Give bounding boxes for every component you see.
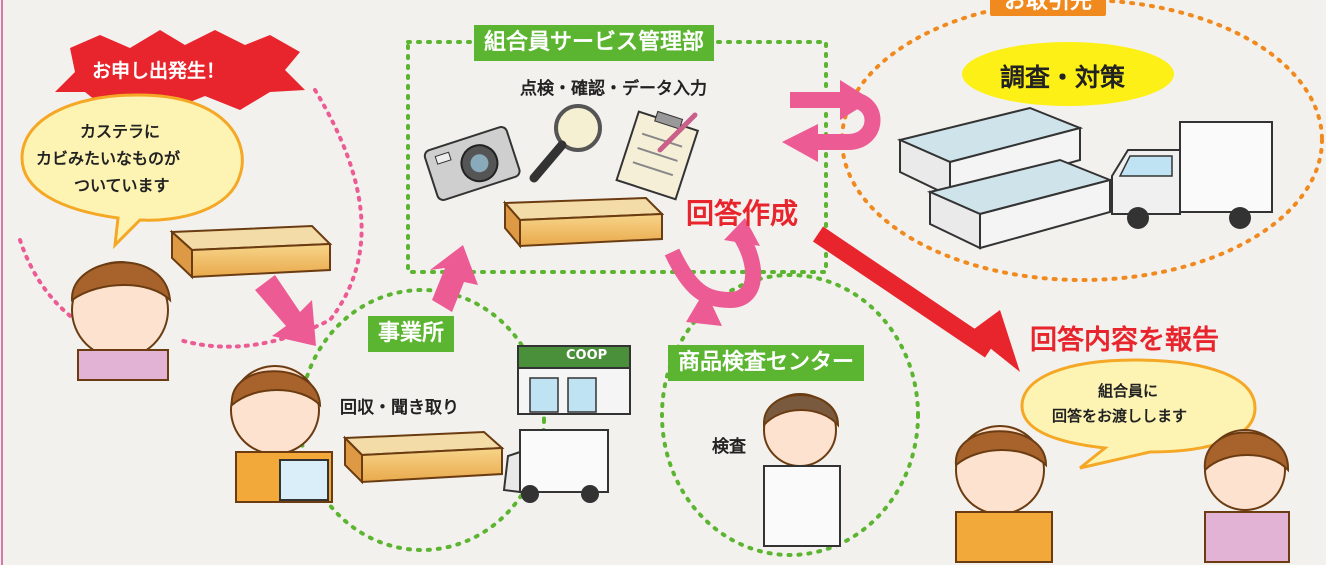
- service-dept-action: 点検・確認・データ入力: [520, 79, 707, 99]
- camera-icon: [423, 126, 521, 201]
- staff-character: [230, 365, 333, 503]
- supplier-action: 調査・対策: [1000, 63, 1126, 92]
- final-speech-line-1: 組合員に: [1098, 382, 1159, 400]
- report-answer-label: 回答内容を報告: [1030, 325, 1219, 356]
- cake-1: [169, 224, 333, 280]
- supplier-action-oval: [962, 42, 1174, 106]
- business-office-action: 回収・聞き取り: [340, 398, 459, 418]
- event-badge-burst: [55, 30, 305, 110]
- business-office-title: 事業所: [368, 316, 455, 352]
- member-dotted-circle: [178, 88, 364, 349]
- final-speech-bubble: [1020, 358, 1257, 470]
- member-speech-line-3: ついています: [74, 176, 170, 195]
- final-speech-line-2: 回答をお渡しします: [1052, 407, 1188, 425]
- magnifier-icon: [529, 104, 602, 183]
- arrow-report-answer: [812, 226, 1020, 372]
- arrow-member-to-office: [255, 275, 316, 346]
- inspection-center-action: 検査: [712, 437, 746, 457]
- member-speech-bubble: [20, 93, 244, 250]
- store-sign: COOP: [566, 348, 608, 363]
- member-speech-line-2: カビみたいなものが: [36, 149, 181, 168]
- arrow-office-to-dept: [430, 245, 478, 312]
- supplier-title: お取引先: [990, 0, 1107, 16]
- staff-character-2: [954, 425, 1053, 563]
- service-dept-title: 組合員サービス管理部: [474, 25, 715, 61]
- member-character: [70, 261, 172, 381]
- event-badge-text: お申し出発生！: [92, 60, 226, 82]
- cake-2: [502, 196, 665, 249]
- inspection-center-circle: [660, 273, 920, 557]
- arrow-dept-to-center: [664, 230, 762, 309]
- delivery-truck-icon: [502, 429, 609, 503]
- coop-store-icon: [517, 345, 631, 415]
- warehouse-icon-2: [926, 158, 1114, 250]
- answer-creation-label: 回答作成: [686, 197, 799, 230]
- business-office-circle: [298, 288, 546, 552]
- supplier-circle: [840, 0, 1324, 282]
- inspector-character: [762, 393, 841, 547]
- member-speech-line-1: カステラに: [80, 122, 161, 141]
- cake-3: [342, 430, 505, 485]
- member-character-2: [1203, 429, 1290, 563]
- supplier-truck-icon: [1111, 121, 1273, 229]
- inspection-center-title: 商品検査センター: [668, 345, 865, 381]
